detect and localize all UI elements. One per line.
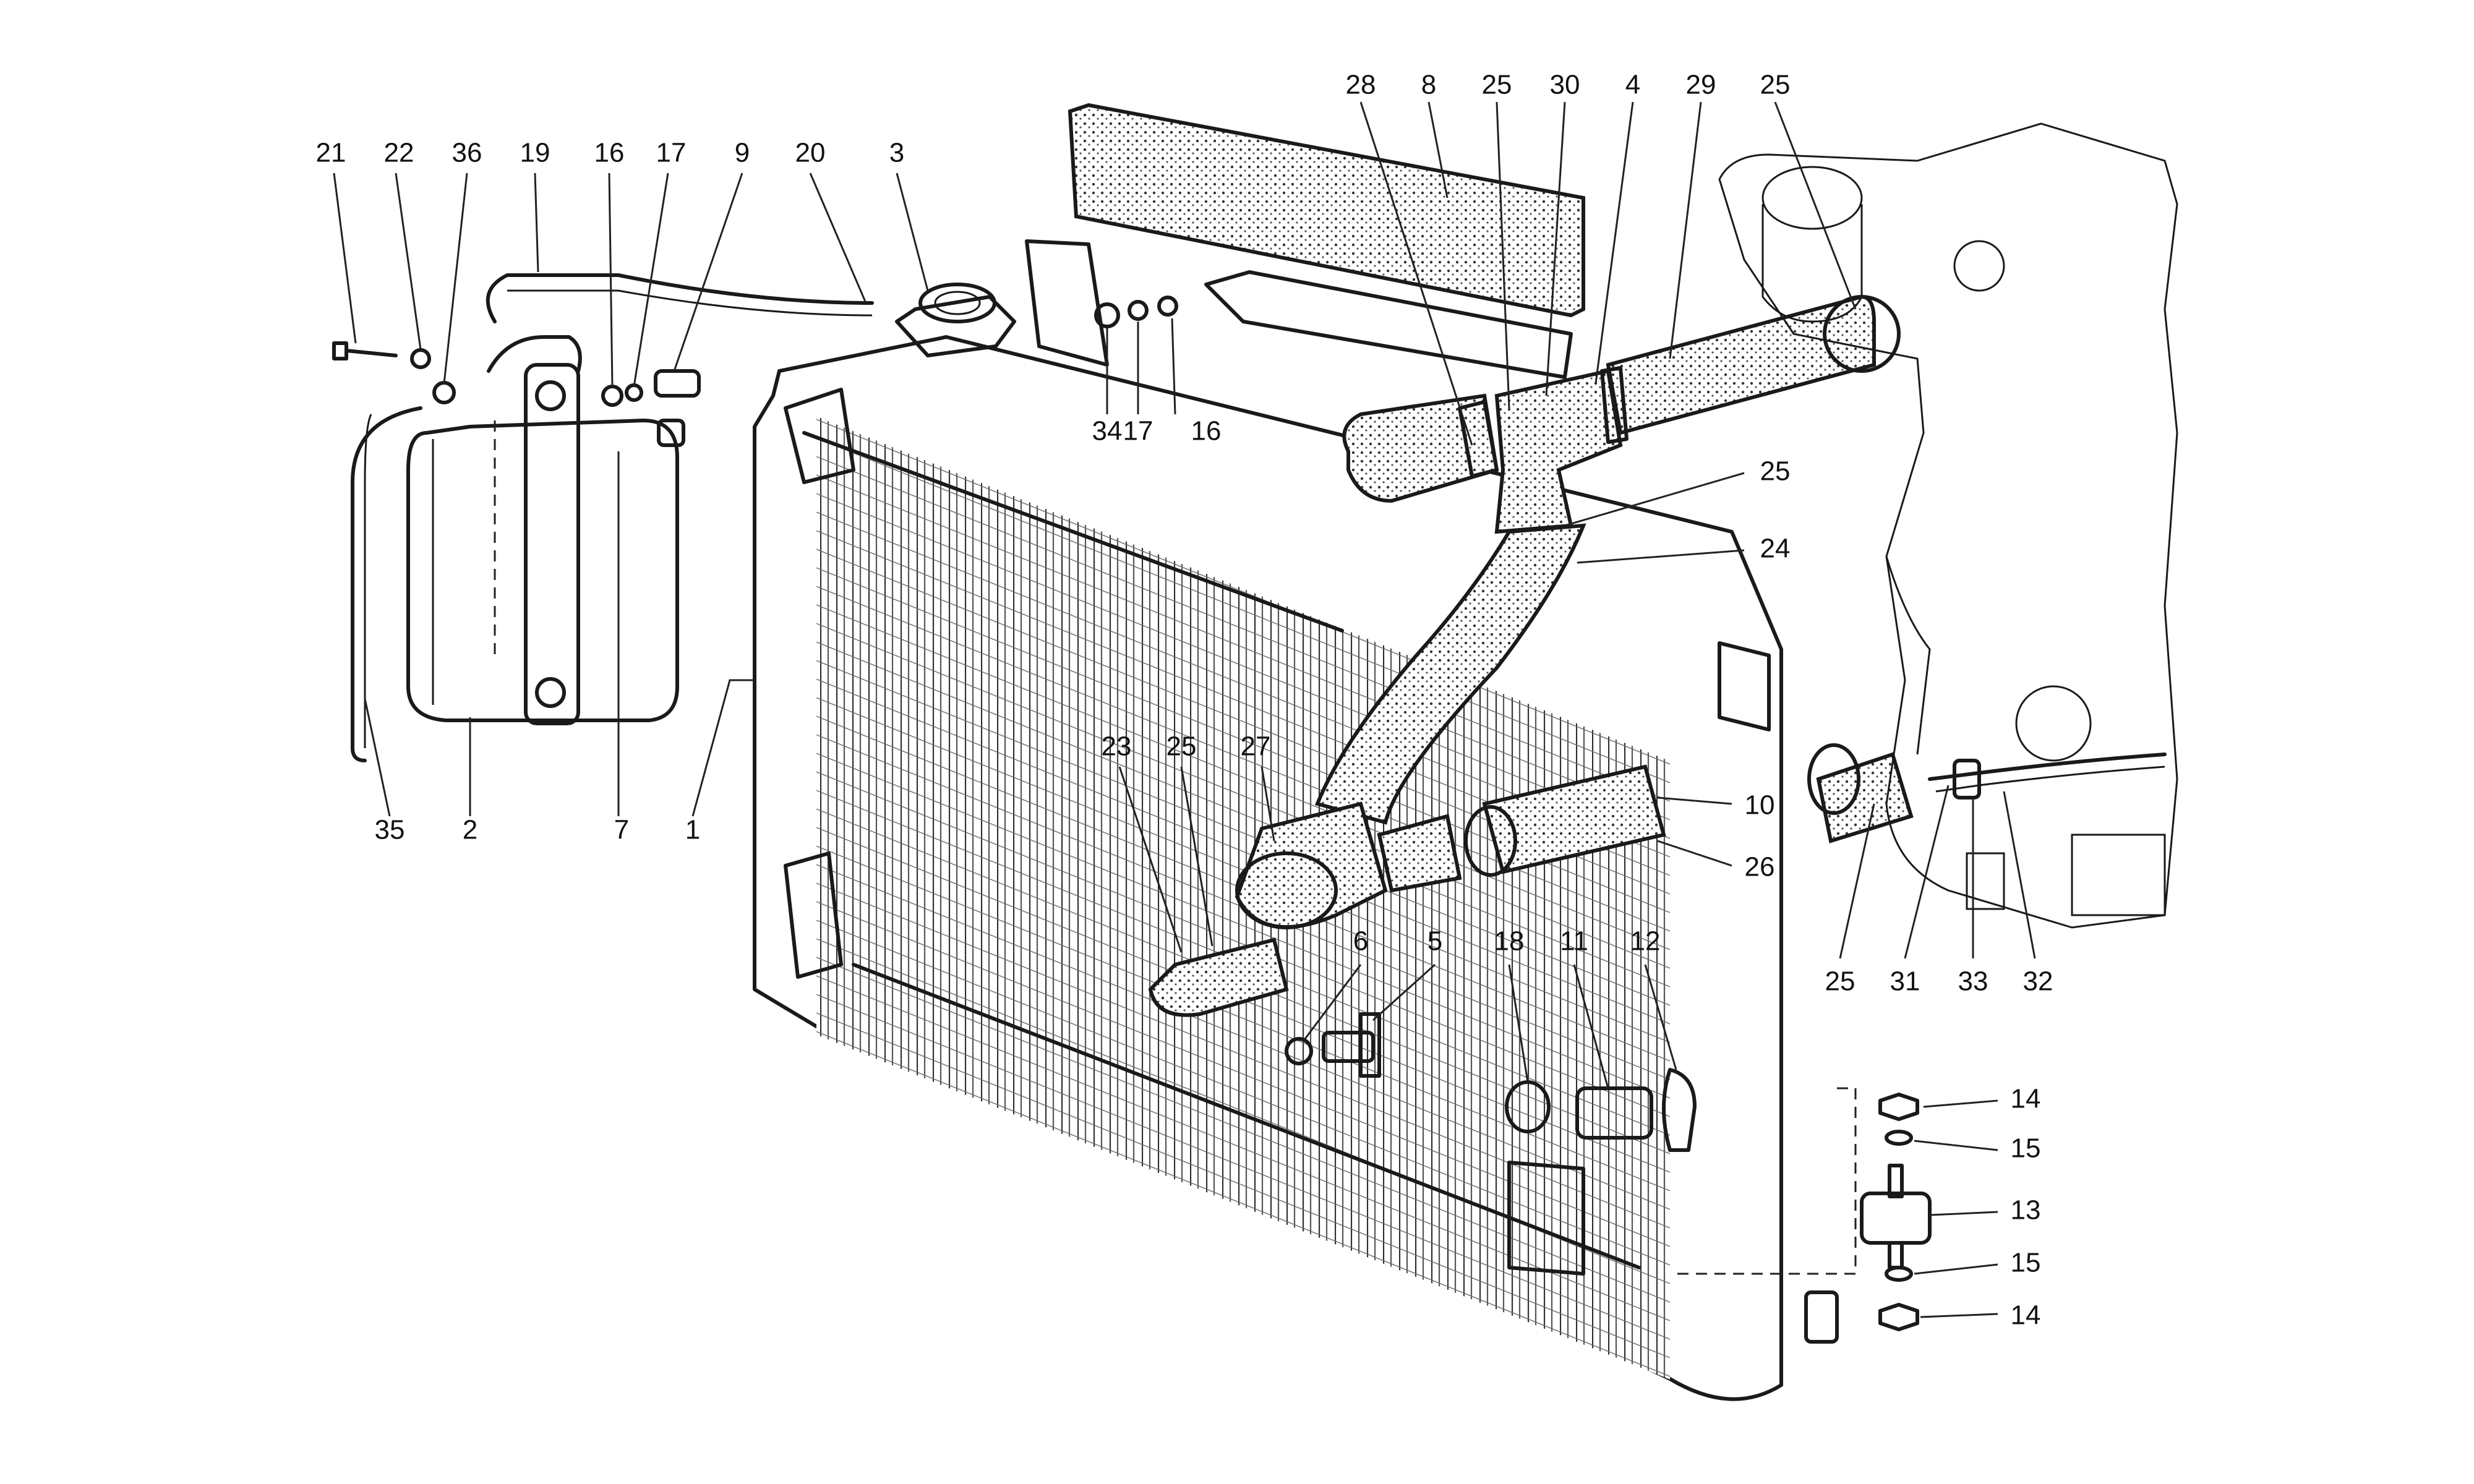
callout-label: 3 [889, 138, 904, 168]
callout-label: 25 [1482, 70, 1512, 100]
cover-fasteners [1094, 296, 1178, 328]
drain-and-sender-parts [1285, 1012, 1697, 1152]
callout-label: 29 [1686, 70, 1716, 100]
callout-label: 33 [1958, 966, 1988, 997]
callout-label: 35 [375, 815, 405, 845]
callout-label: 11 [1560, 926, 1588, 957]
callout-label: 14 [2011, 1300, 2041, 1331]
callout-label: 17 [1123, 416, 1154, 446]
callout-label: 7 [614, 815, 629, 845]
callout-label: 17 [656, 138, 687, 168]
callout-label: 25 [1166, 731, 1197, 762]
callout-label: 26 [1745, 852, 1775, 882]
overflow-pipe [351, 406, 422, 762]
callout-label: 23 [1102, 731, 1132, 762]
callout-label: 25 [1760, 456, 1791, 487]
callout-label: 24 [1760, 534, 1791, 564]
callout-label: 36 [452, 138, 482, 168]
callout-label: 34 [1092, 416, 1123, 446]
expansion-tank [406, 335, 679, 725]
callout-label: 4 [1625, 70, 1640, 100]
callout-label: 30 [1550, 70, 1580, 100]
vent-pipe [486, 273, 874, 323]
callout-label: 20 [795, 138, 826, 168]
callout-label: 15 [2011, 1248, 2041, 1278]
callout-label: 15 [2011, 1133, 2041, 1164]
callout-label: 13 [2011, 1195, 2041, 1226]
callout-label: 9 [735, 138, 750, 168]
callout-label: 32 [2023, 966, 2053, 997]
callout-label: 2 [463, 815, 477, 845]
callout-label: 5 [1427, 926, 1442, 957]
upper-hose-assembly [1342, 294, 1901, 534]
callout-label: 25 [1760, 70, 1791, 100]
radiator-top-cover [1025, 103, 1585, 379]
sensor-pipe [1928, 753, 2167, 781]
lower-hose-assembly [1148, 743, 1914, 1017]
callout-label: 8 [1421, 70, 1436, 100]
callout-label: 16 [1191, 416, 1222, 446]
callout-label: 6 [1353, 926, 1368, 957]
callout-label: 25 [1825, 966, 1856, 997]
callout-label: 18 [1494, 926, 1525, 957]
radiator-mount-kit [1670, 1087, 1932, 1331]
callout-label: 12 [1630, 926, 1661, 957]
callout-label: 16 [594, 138, 625, 168]
tank-fasteners [332, 341, 701, 447]
callout-label: 1 [685, 815, 700, 845]
callout-label: 22 [384, 138, 414, 168]
callout-labels: 21 22 36 19 16 17 9 20 3 28 8 25 30 4 29… [316, 70, 2053, 1331]
callout-label: 21 [316, 138, 346, 168]
callout-label: 27 [1241, 731, 1271, 762]
callout-label: 10 [1745, 790, 1775, 821]
callout-label: 14 [2011, 1084, 2041, 1114]
radiator-hose-24 [1314, 523, 1586, 825]
leader-lines [333, 101, 2036, 1318]
callout-label: 19 [520, 138, 550, 168]
callout-label: 31 [1890, 966, 1920, 997]
header-tank-and-cap [895, 283, 1016, 357]
callout-label: 28 [1346, 70, 1376, 100]
engine-block [1718, 122, 2178, 929]
